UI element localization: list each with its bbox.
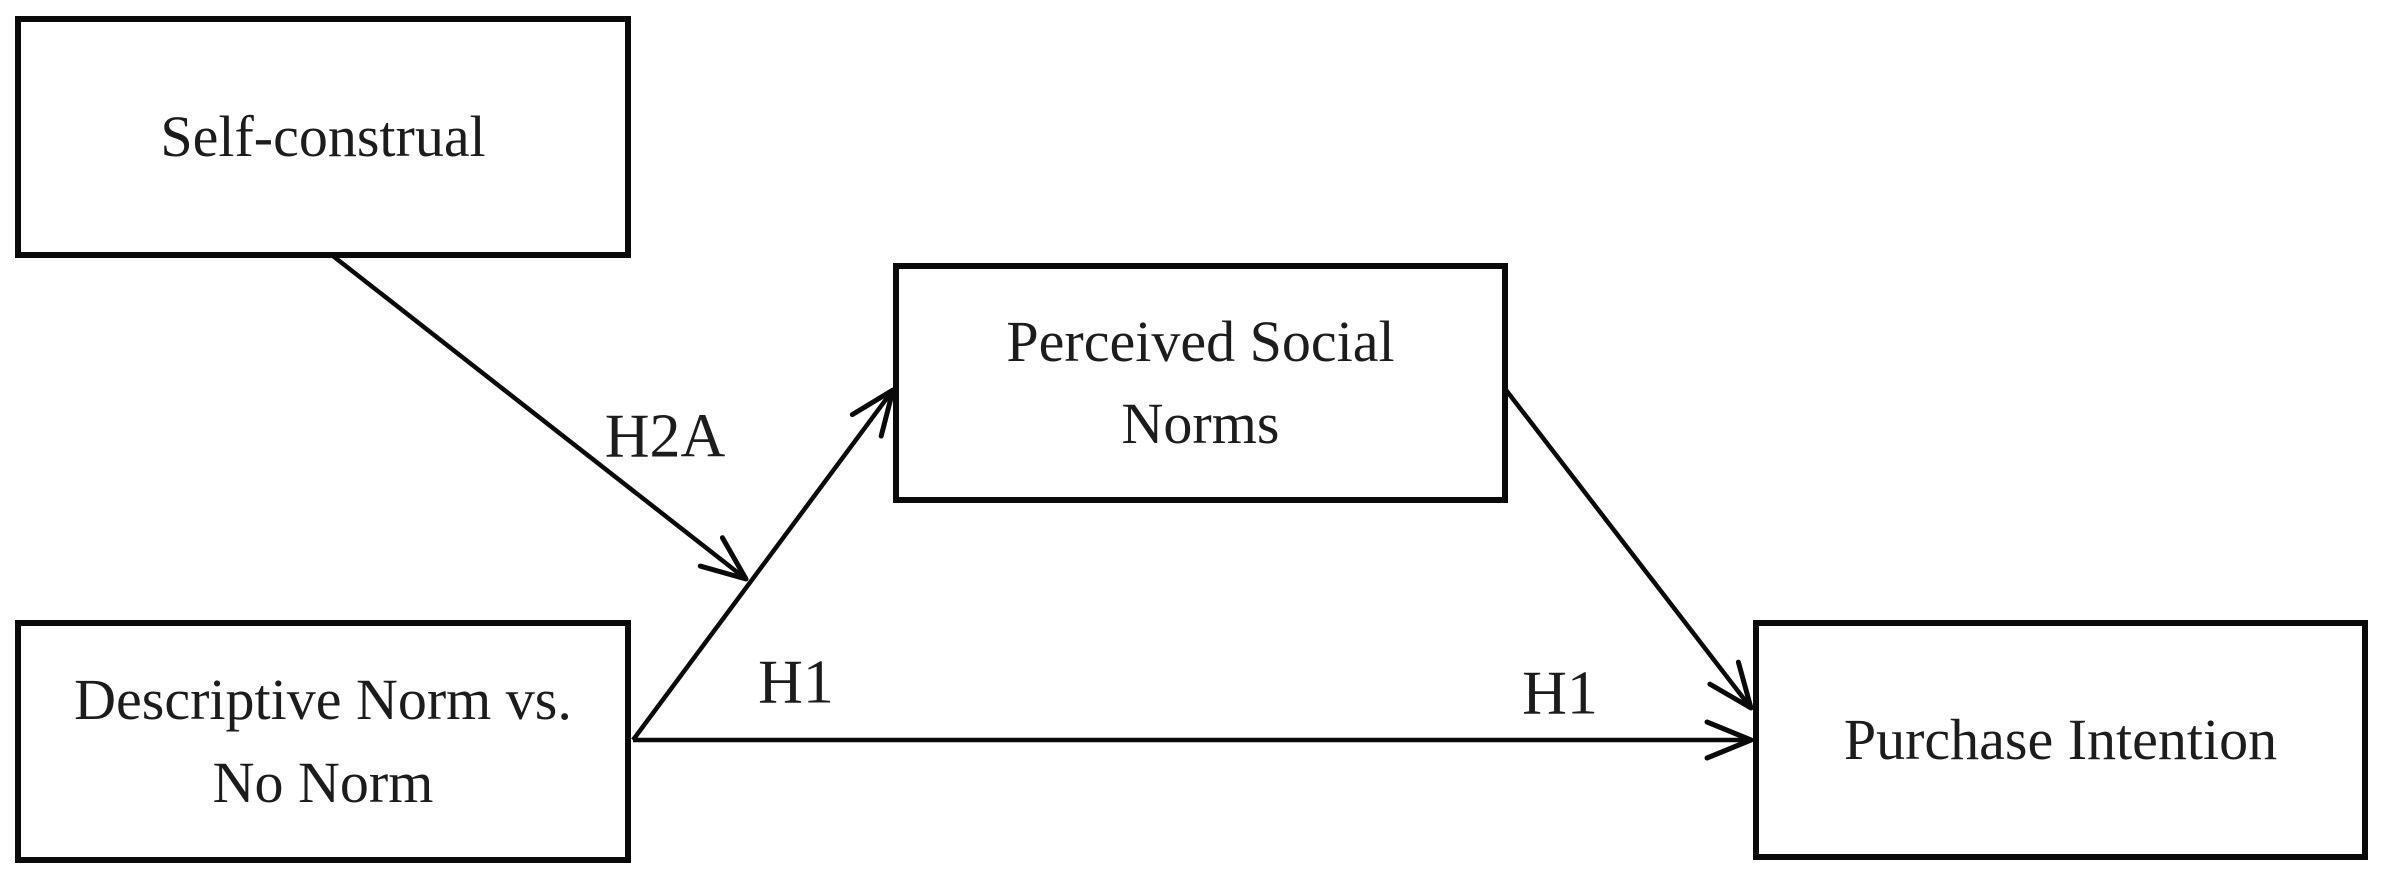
edge-label-h1-left: H1 (758, 648, 834, 717)
arrow-moderation-h2a (331, 254, 749, 582)
edge-label-h2a: H2A (604, 402, 726, 471)
node-self-construal: Self-construal (15, 16, 631, 258)
node-purchase-intention: Purchase Intention (1753, 620, 2368, 860)
edge-label-h1-right: H1 (1522, 659, 1598, 728)
arrow-perceived-to-purchase (1504, 388, 1754, 711)
arrow-norm-to-perceived (631, 387, 896, 742)
node-descriptive-norm-vs-no-norm: Descriptive Norm vs. No Norm (15, 620, 631, 863)
node-perceived-social-norms: Perceived Social Norms (893, 263, 1508, 503)
